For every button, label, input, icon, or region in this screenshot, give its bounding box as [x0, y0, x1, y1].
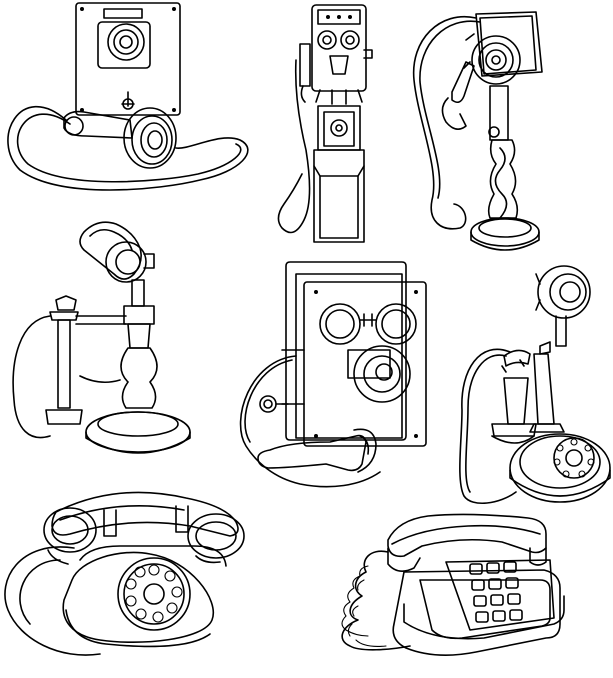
candlestick-telephone-icon — [412, 11, 543, 251]
rotary-candlestick-telephone-icon — [459, 265, 611, 504]
push-button-telephone-icon — [341, 513, 565, 656]
wall-crank-telephone-icon — [277, 4, 373, 243]
candlestick-telephone-icon — [12, 221, 191, 454]
wall-mounted-telephone-icon — [7, 2, 249, 191]
rotary-desk-telephone-icon — [4, 491, 245, 656]
magneto-wall-telephone-icon — [239, 261, 427, 488]
